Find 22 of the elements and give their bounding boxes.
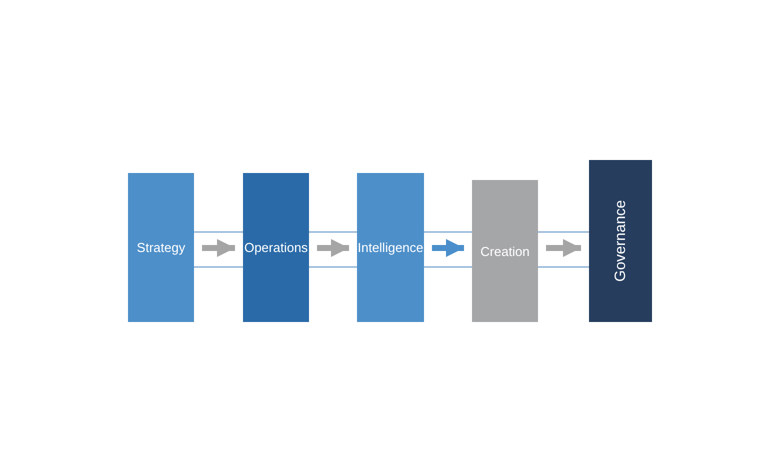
connector-line	[309, 266, 357, 268]
stage-box	[128, 173, 194, 322]
stage-box	[243, 173, 309, 322]
stage-label: Governance	[612, 200, 629, 282]
arrow	[317, 239, 349, 257]
connector-line	[424, 266, 472, 268]
stage-box	[589, 160, 652, 322]
connector-line	[194, 266, 243, 268]
stage-box	[357, 173, 424, 322]
connector-line	[538, 231, 589, 233]
stage-label: Creation	[480, 244, 530, 258]
stage-label: Operations	[244, 240, 308, 255]
arrow	[432, 239, 464, 257]
connector-line	[424, 231, 472, 233]
connector-line	[194, 231, 243, 233]
arrow	[202, 239, 235, 257]
stage-label: Intelligence	[358, 240, 424, 255]
stage-label: Strategy	[136, 240, 186, 255]
stage-box	[472, 180, 538, 322]
connector-line	[309, 231, 357, 233]
arrow	[546, 239, 581, 257]
connector-line	[538, 266, 589, 268]
